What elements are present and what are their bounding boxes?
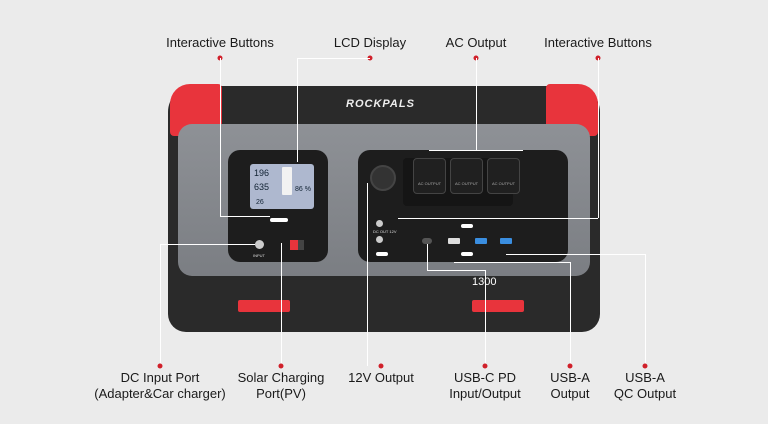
label-line: (Adapter&Car charger) (94, 386, 226, 401)
label-line: USB-C PD (453, 370, 517, 385)
leader-line (367, 183, 368, 366)
ac-outlet: AC OUTPUT (487, 158, 520, 194)
marker-dot (367, 55, 373, 61)
marker-dot (378, 363, 384, 369)
leader-line (220, 216, 270, 217)
dc-out-port (376, 220, 383, 227)
label-line: QC Output (613, 386, 677, 401)
lcd-temperature: 26 (256, 199, 264, 206)
marker-dot (642, 363, 648, 369)
lcd-button[interactable] (270, 218, 288, 222)
brand-logo: ROCKPALS (346, 98, 415, 110)
car-socket-12v (370, 165, 396, 191)
marker-dot (157, 363, 163, 369)
leader-line (427, 244, 428, 270)
input-label: INPUT (253, 253, 265, 258)
leader-line (281, 243, 282, 366)
dc-out-label: DC OUT 12V (373, 229, 397, 234)
capacity-badge: 1300 (472, 276, 496, 288)
usb-button[interactable] (461, 252, 473, 256)
label-12v-output: 12V Output (348, 370, 414, 386)
lcd-battery-percent: 86 % (295, 186, 311, 193)
label-line: Output (550, 386, 590, 401)
label-ac-output: AC Output (445, 35, 507, 50)
label-lcd-display: LCD Display (333, 35, 407, 50)
usb-a-port (448, 238, 460, 244)
dc-button[interactable] (376, 252, 388, 256)
label-dc-input-port: DC Input Port(Adapter&Car charger) (94, 370, 226, 402)
leader-line (398, 218, 598, 219)
red-foot-left (238, 300, 290, 312)
leader-line (476, 58, 477, 150)
leader-line (429, 150, 523, 151)
leader-line (506, 254, 645, 255)
lcd-display: 196 635 86 % 26 (250, 164, 314, 209)
lcd-input-watts: 196 (254, 168, 270, 178)
leader-line (297, 58, 298, 162)
red-foot-right (472, 300, 524, 312)
solar-port-cover (298, 240, 304, 250)
label-interactive-buttons-left: Interactive Buttons (166, 35, 274, 50)
leader-line (427, 270, 485, 271)
ac-outlet: AC OUTPUT (413, 158, 446, 194)
label-line: USB-A (550, 370, 590, 385)
leader-line (220, 58, 221, 216)
solar-port (290, 240, 298, 250)
label-line: 12V Output (348, 370, 414, 385)
lcd-output-watts: 635 (254, 182, 270, 192)
usb-a-qc-port (500, 238, 512, 244)
leader-line (570, 262, 571, 366)
ac-outlet: AC OUTPUT (450, 158, 483, 194)
label-interactive-buttons-right: Interactive Buttons (544, 35, 652, 50)
battery-icon (282, 167, 292, 195)
usb-a-qc-port (475, 238, 487, 244)
leader-line (485, 270, 486, 366)
leader-line (454, 262, 570, 263)
leader-line (297, 58, 370, 59)
label-line: Input/Output (449, 386, 521, 401)
leader-line (160, 244, 255, 245)
usb-c-port (422, 238, 432, 244)
label-line: DC Input Port (120, 370, 200, 385)
label-line: Solar Charging (237, 370, 325, 385)
marker-dot (567, 363, 573, 369)
leader-line (598, 58, 599, 218)
dc-out-port (376, 236, 383, 243)
leader-line (645, 254, 646, 366)
marker-dot (278, 363, 284, 369)
label-line: USB-A (625, 370, 665, 385)
leader-line (160, 244, 161, 366)
marker-dot (482, 363, 488, 369)
label-line: Port(PV) (256, 386, 306, 401)
ac-button[interactable] (461, 224, 473, 228)
dc-input-port (255, 240, 264, 249)
